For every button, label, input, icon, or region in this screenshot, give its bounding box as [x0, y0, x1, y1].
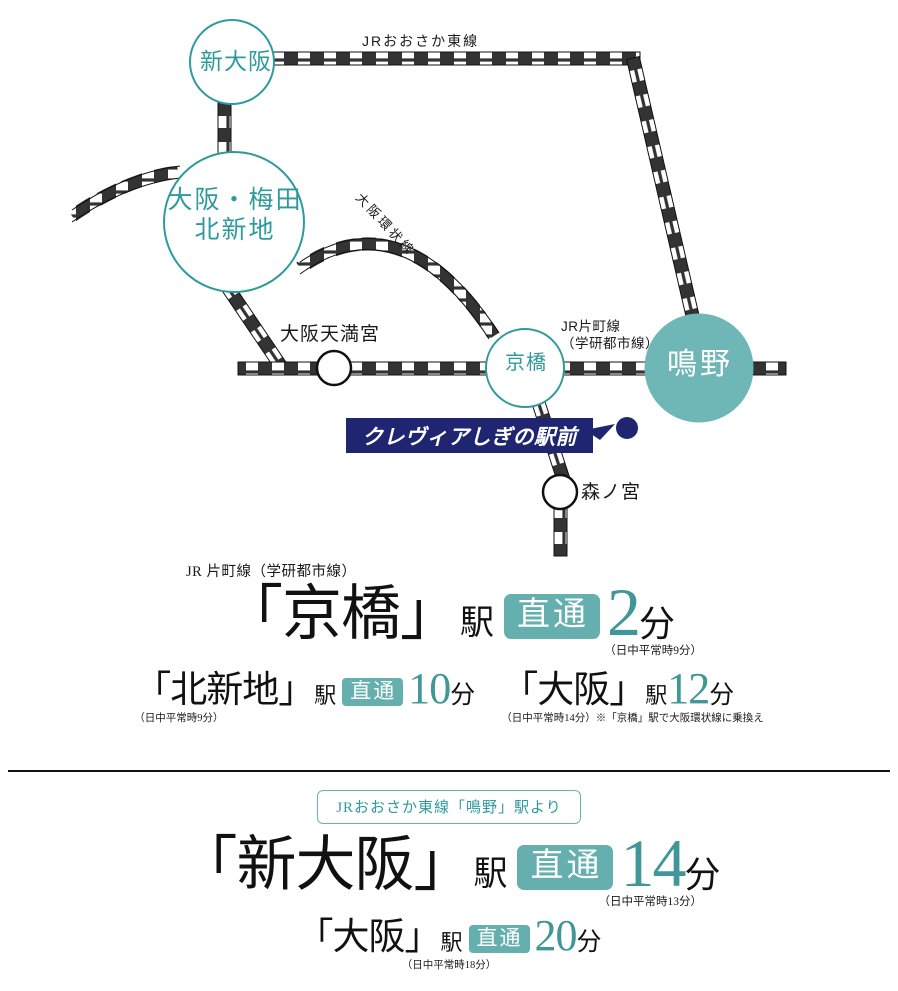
section-divider [8, 770, 890, 772]
route-map: 新大阪 大阪・梅田 北新地 京橋 鳴野 大阪天満宮 森ノ宮 JRおおさか東線 J… [68, 19, 787, 557]
access-sub-item-kitashinchi: 「北新地」 駅 直通 10 分 （日中平常時9分） [134, 663, 476, 726]
access-sub-line: 「北新地」 駅 直通 10 分 [134, 663, 476, 713]
access-sub-eki: 駅 [645, 683, 668, 709]
track-jr-osaka-higashi [267, 51, 708, 353]
access-sub-line: 「大阪」 駅 12 分 [501, 663, 764, 713]
access-sub-unit: 分 [576, 929, 602, 957]
line-label-jr-katamachi-line2: （学研都市線） [561, 336, 659, 352]
property-banner: クレヴィアしぎの駅前 [346, 418, 593, 453]
line-label-jr-katamachi-line1: JR片町線 [561, 319, 621, 334]
access-sub-eki: 駅 [440, 930, 463, 956]
access-sub-minutes: 10 [408, 663, 451, 713]
station-label-morinomiya: 森ノ宮 [581, 482, 642, 503]
access-station-name: 「京橋」 [222, 580, 460, 647]
access-sub-station: 「大阪」 [296, 917, 441, 959]
access-sub-unit: 分 [450, 682, 476, 710]
access-sub-station: 「北新地」 [134, 670, 315, 712]
direct-service-badge: 直通 [503, 593, 600, 639]
route-map-svg [68, 19, 787, 557]
station-circle-shin-osaka [189, 19, 275, 105]
access-eki-suffix: 駅 [459, 604, 494, 642]
access-line-header: JR 片町線（学研都市線） [186, 564, 357, 580]
access-main-row: 「新大阪」 駅 直通 14 分 [0, 825, 898, 901]
direct-service-badge-sub: 直通 [468, 925, 530, 954]
property-location-dot [616, 417, 638, 439]
track-kyobashi-morinomiya [528, 389, 571, 557]
access-note: （日中平常時9分） [604, 644, 702, 657]
access-block-naruno: JRおおさか東線「鳴野」駅より 「新大阪」 駅 直通 14 分 （日中平常時13… [0, 790, 898, 972]
access-sub-minutes: 12 [667, 663, 710, 713]
banner-pointer [585, 424, 615, 440]
access-sub-item-osaka: 「大阪」 駅 直通 20 分 （日中平常時18分） [296, 910, 602, 973]
track-katamachi-west [237, 361, 491, 376]
station-dot-morinomiya [541, 473, 579, 511]
station-dot-osaka-tenmangu [315, 349, 353, 387]
access-station-name: 「新大阪」 [177, 831, 473, 898]
access-note: （日中平常時13分） [598, 895, 703, 908]
access-sub-minutes: 20 [534, 910, 578, 960]
line-label-jr-osaka-higashi: JRおおさか東線 [362, 33, 480, 49]
access-block-kyobashi: JR 片町線（学研都市線） 「京橋」 駅 直通 2 分 （日中平常時9分） 「北… [0, 560, 898, 725]
access-sub-note: （日中平常時18分） [401, 960, 497, 972]
access-sub-note: （日中平常時9分） [134, 713, 224, 725]
access-minutes: 14 [620, 825, 686, 901]
track-kanjo-west [68, 165, 181, 223]
access-sub-note: （日中平常時14分）※「京橋」駅で大阪環状線に乗換え [501, 713, 764, 725]
direct-service-badge-sub: 直通 [342, 678, 404, 707]
access-sub-item-osaka: 「大阪」 駅 12 分 （日中平常時14分）※「京橋」駅で大阪環状線に乗換え [501, 663, 764, 726]
access-minutes-unit: 分 [638, 603, 675, 644]
property-banner-label: クレヴィアしぎの駅前 [362, 424, 577, 449]
access-sub-line: 「大阪」 駅 直通 20 分 [296, 910, 602, 960]
track-kanjo-loop [296, 237, 500, 340]
access-minutes: 2 [606, 574, 641, 650]
station-circle-naruno [644, 313, 754, 423]
access-minutes-unit: 分 [684, 854, 721, 895]
line-label-jr-katamachi: JR片町線 （学研都市線） [561, 318, 659, 353]
access-sub-row: 「北新地」 駅 直通 10 分 （日中平常時9分） 「大阪」 駅 12 分 （日… [0, 663, 898, 726]
access-origin-pill: JRおおさか東線「鳴野」駅より [317, 790, 581, 824]
access-main-row: 「京橋」 駅 直通 2 分 [0, 574, 898, 650]
access-sub-eki: 駅 [314, 683, 337, 709]
access-sub-unit: 分 [709, 682, 735, 710]
access-sub-row: 「大阪」 駅 直通 20 分 （日中平常時18分） [0, 910, 898, 973]
access-eki-suffix: 駅 [473, 855, 508, 893]
station-circle-kyobashi [485, 328, 565, 408]
station-circle-osaka-umeda [163, 151, 305, 293]
direct-service-badge: 直通 [517, 844, 614, 890]
access-sub-station: 「大阪」 [501, 670, 646, 712]
station-label-osaka-tenmangu: 大阪天満宮 [280, 324, 381, 345]
